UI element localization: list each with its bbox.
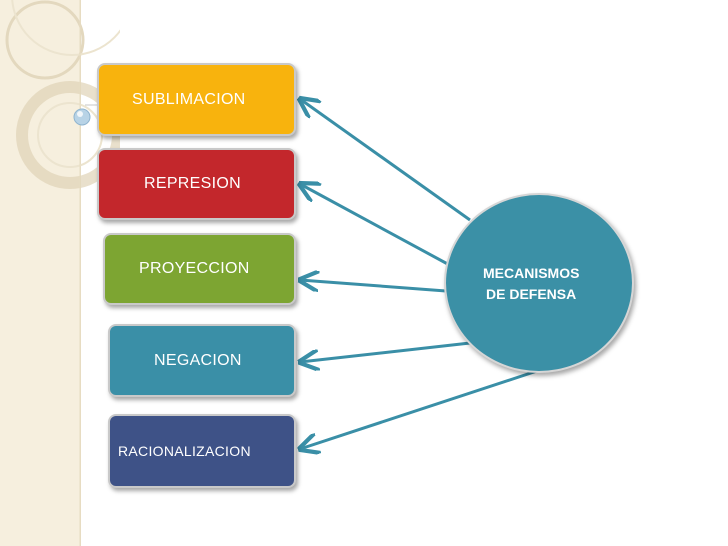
node-label: RACIONALIZACION: [118, 443, 251, 459]
arrow-to-racionalizacion: [300, 370, 540, 449]
arrow-to-sublimacion: [300, 99, 470, 220]
node-label: PROYECCION: [139, 260, 250, 278]
center-label-line-2: DE DEFENSA: [486, 286, 576, 302]
center-node-mecanismos-de-defensa: MECANISMOS DE DEFENSA: [444, 193, 634, 373]
node-sublimacion: SUBLIMACION: [97, 63, 296, 136]
node-proyeccion: PROYECCION: [103, 233, 296, 305]
node-negacion: NEGACION: [108, 324, 296, 397]
node-racionalizacion: RACIONALIZACION: [108, 414, 296, 488]
arrow-to-negacion: [300, 343, 470, 362]
center-label-line-1: MECANISMOS: [483, 265, 579, 281]
node-label: NEGACION: [154, 352, 242, 370]
arrow-to-proyeccion: [300, 280, 446, 291]
arrow-to-represion: [300, 184, 455, 268]
node-label: REPRESION: [144, 175, 241, 193]
node-represion: REPRESION: [97, 148, 296, 220]
node-label: SUBLIMACION: [132, 91, 246, 109]
